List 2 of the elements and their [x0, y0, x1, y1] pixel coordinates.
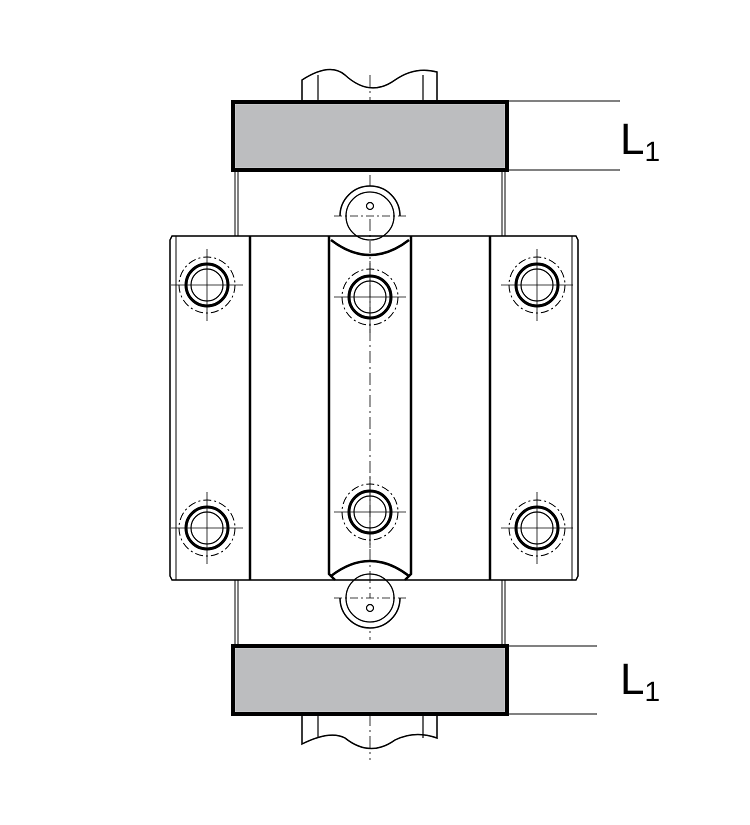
- dimension-label: L$_{1}$: [620, 118, 660, 162]
- dimension-label: L$_{1}$: [620, 658, 660, 702]
